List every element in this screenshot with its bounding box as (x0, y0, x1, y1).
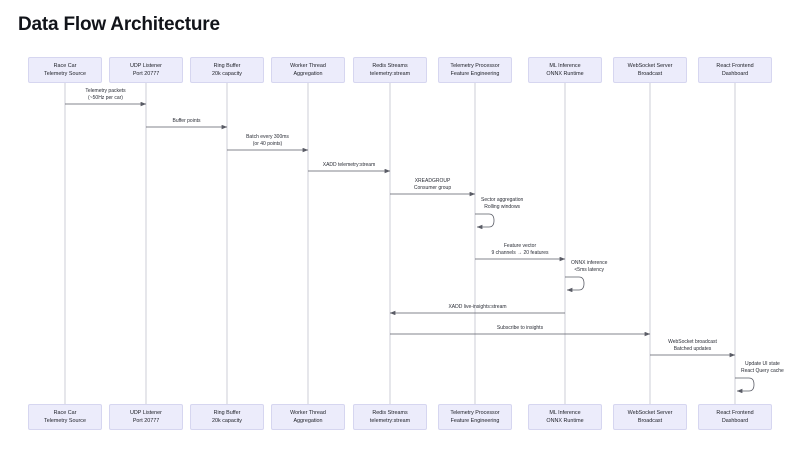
participant-label-line1: Redis Streams (372, 62, 408, 69)
participant-label-line2: telemetry:stream (369, 71, 411, 77)
participant-label-line2: Aggregation (293, 418, 323, 424)
label-line2: (or 40 points) (252, 141, 283, 148)
message-label-7: Subscribe to insights (497, 325, 543, 332)
label-line2: 9 channels → 20 features (491, 250, 549, 257)
label-line2: <5ms latency (574, 267, 604, 274)
participant-redis-top[interactable]: Redis Streams telemetry:stream (353, 57, 427, 83)
self-message-arc-s2[interactable] (565, 276, 585, 293)
label-line1: Batch every 300ms (246, 134, 289, 140)
label-line2: Consumer group (413, 185, 452, 192)
label-line1: XADD telemetry:stream (322, 162, 376, 168)
participant-label-line2: Telemetry Source (44, 71, 86, 77)
participant-label-line1: Worker Thread (290, 62, 326, 69)
participant-label-line2: Broadcast (637, 418, 663, 424)
message-label-3: XADD telemetry:stream (323, 162, 376, 169)
label-line2: Rolling windows (484, 204, 521, 211)
participant-label-line1: UDP Listener (130, 62, 162, 69)
participant-label-line1: ML Inference (549, 62, 581, 69)
message-label-6: XADD live-insights:stream (448, 304, 506, 311)
participant-label-line2: Aggregation (293, 71, 323, 77)
participant-label-line1: Race Car (53, 409, 77, 416)
participant-label-line1: Redis Streams (372, 409, 408, 416)
participant-label-line2: Dashboard (721, 71, 749, 77)
participant-label-line2: 20k capacity (212, 418, 242, 424)
participant-redis-bottom[interactable]: Redis Streams telemetry:stream (353, 404, 427, 430)
participant-label-line1: React Frontend (716, 409, 754, 416)
participant-label-line1: React Frontend (716, 62, 754, 69)
label-line1: Buffer points (172, 118, 201, 124)
label-line1: Update UI state (745, 361, 780, 367)
arrows-group (65, 101, 755, 394)
label-line1: XADD live-insights:stream (448, 304, 507, 310)
participant-label-line2: Port 20777 (132, 418, 160, 424)
label-line2: Batched updates (673, 346, 712, 353)
label-line2: (~50Hz per car) (88, 95, 123, 102)
page-title: Data Flow Architecture (18, 14, 220, 35)
lifelines-group (64, 83, 736, 404)
participant-label-line1: WebSocket Server (627, 62, 673, 69)
participant-label-line2: Feature Engineering (450, 418, 500, 424)
participant-label-line1: Ring Buffer (213, 62, 241, 69)
label-line1: Telemetry packets (85, 88, 126, 94)
participant-label-line1: UDP Listener (130, 409, 162, 416)
participant-ring-top[interactable]: Ring Buffer 20k capacity (190, 57, 264, 83)
participant-label-line2: telemetry:stream (369, 418, 411, 424)
participant-label-line1: Race Car (53, 62, 77, 69)
message-label-2: Batch every 300ms(or 40 points) (246, 134, 289, 149)
participant-label-line1: Telemetry Processor (450, 62, 500, 69)
label-line1: WebSocket broadcast (668, 339, 717, 345)
participant-ring-bottom[interactable]: Ring Buffer 20k capacity (190, 404, 264, 430)
participant-label-line2: ONNX Runtime (546, 418, 584, 424)
label-line1: XREADGROUP (414, 178, 451, 184)
participant-label-line2: ONNX Runtime (546, 71, 584, 77)
participant-label-line2: Dashboard (721, 418, 749, 424)
label-line2: React Query cache (741, 368, 784, 375)
participant-label-line1: WebSocket Server (627, 409, 673, 416)
self-message-label-1: ONNX inference<5ms latency (571, 260, 607, 275)
self-message-arc-s3[interactable] (735, 377, 755, 394)
message-label-1: Buffer points (173, 118, 201, 125)
participant-label-line1: Worker Thread (290, 409, 326, 416)
label-line1: Sector aggregation (481, 197, 524, 203)
participant-label-line2: Feature Engineering (450, 71, 500, 77)
participant-label-line2: Telemetry Source (44, 418, 86, 424)
participant-label-line1: ML Inference (549, 409, 581, 416)
participant-label-line2: 20k capacity (212, 71, 242, 77)
label-line1: Subscribe to insights (496, 325, 544, 331)
label-line1: ONNX inference (571, 260, 608, 266)
self-message-arc-s1[interactable] (475, 213, 495, 230)
participant-label-line2: Broadcast (637, 71, 663, 77)
participant-label-line2: Port 20777 (132, 71, 160, 77)
participant-label-line1: Ring Buffer (213, 409, 241, 416)
label-line1: Feature vector (503, 243, 537, 249)
message-label-0: Telemetry packets(~50Hz per car) (85, 88, 125, 103)
participant-label-line1: Telemetry Processor (450, 409, 500, 416)
